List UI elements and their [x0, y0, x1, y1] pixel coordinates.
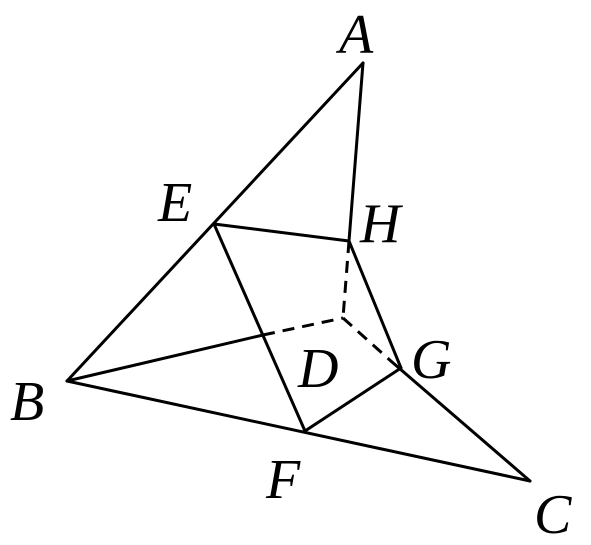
- label-b: B: [10, 371, 44, 433]
- label-g: G: [411, 329, 451, 391]
- label-c: C: [534, 484, 572, 545]
- edge-e-f: [212, 222, 307, 433]
- edge-b-d-visible: [65, 333, 265, 383]
- edge-d-c-hidden: [341, 316, 394, 364]
- label-f: F: [265, 449, 301, 511]
- edge-a-h: [347, 61, 365, 243]
- edge-h-d-hidden: [341, 240, 351, 319]
- edge-f-g: [303, 366, 403, 433]
- edge-a-b: [65, 61, 365, 383]
- edge-e-h: [212, 222, 351, 243]
- label-e: E: [157, 172, 192, 234]
- label-a: A: [335, 4, 374, 66]
- label-d: D: [297, 338, 338, 400]
- edge-g-h: [347, 239, 403, 370]
- edge-b-c: [65, 379, 532, 483]
- edge-d-c-visible: [390, 360, 532, 483]
- edge-b-d-hidden: [262, 316, 344, 337]
- label-h: H: [359, 193, 403, 255]
